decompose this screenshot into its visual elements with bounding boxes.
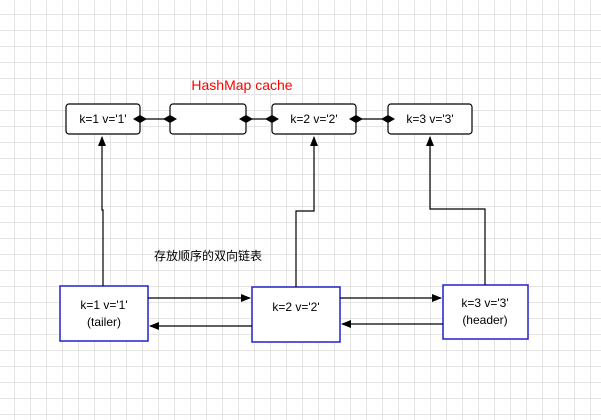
list-node-tailer-line1: k=1 v='1': [80, 298, 127, 312]
linked-list-caption: 存放顺序的双向链表: [154, 248, 262, 263]
cache-node-k3: k=3 v='3': [387, 103, 473, 135]
cache-node-k1: k=1 v='1': [65, 103, 141, 135]
list-node-middle-line1: k=2 v='2': [272, 300, 319, 314]
diagram-title: HashMap cache: [191, 77, 292, 93]
list-node-tailer: k=1 v='1' (tailer): [59, 285, 149, 342]
hashmap-cache-row: k=1 v='1' k=2 v='2' k=3 v='3': [65, 103, 473, 135]
list-node-header-line2: (header): [462, 313, 507, 327]
cache-node-k2-label: k=2 v='2': [290, 112, 337, 126]
cache-node-k3-label: k=3 v='3': [406, 112, 453, 126]
list-node-middle: k=2 v='2': [251, 286, 341, 343]
link-header-to-cache-k3: [426, 136, 486, 285]
link-middle-to-cache-k2: [295, 136, 318, 287]
list-node-header: k=3 v='3' (header): [442, 284, 529, 340]
cache-node-empty: [169, 103, 247, 135]
link-tailer-to-cache-k1: [98, 136, 106, 286]
cache-node-k2: k=2 v='2': [271, 103, 357, 135]
cache-node-k1-label: k=1 v='1': [79, 112, 126, 126]
linked-list-row: k=1 v='1' (tailer) k=2 v='2' k=3 v='3' (…: [59, 284, 529, 343]
list-node-header-line1: k=3 v='3': [461, 296, 508, 310]
list-to-cache-links: [98, 136, 486, 287]
list-node-tailer-line2: (tailer): [87, 315, 121, 329]
